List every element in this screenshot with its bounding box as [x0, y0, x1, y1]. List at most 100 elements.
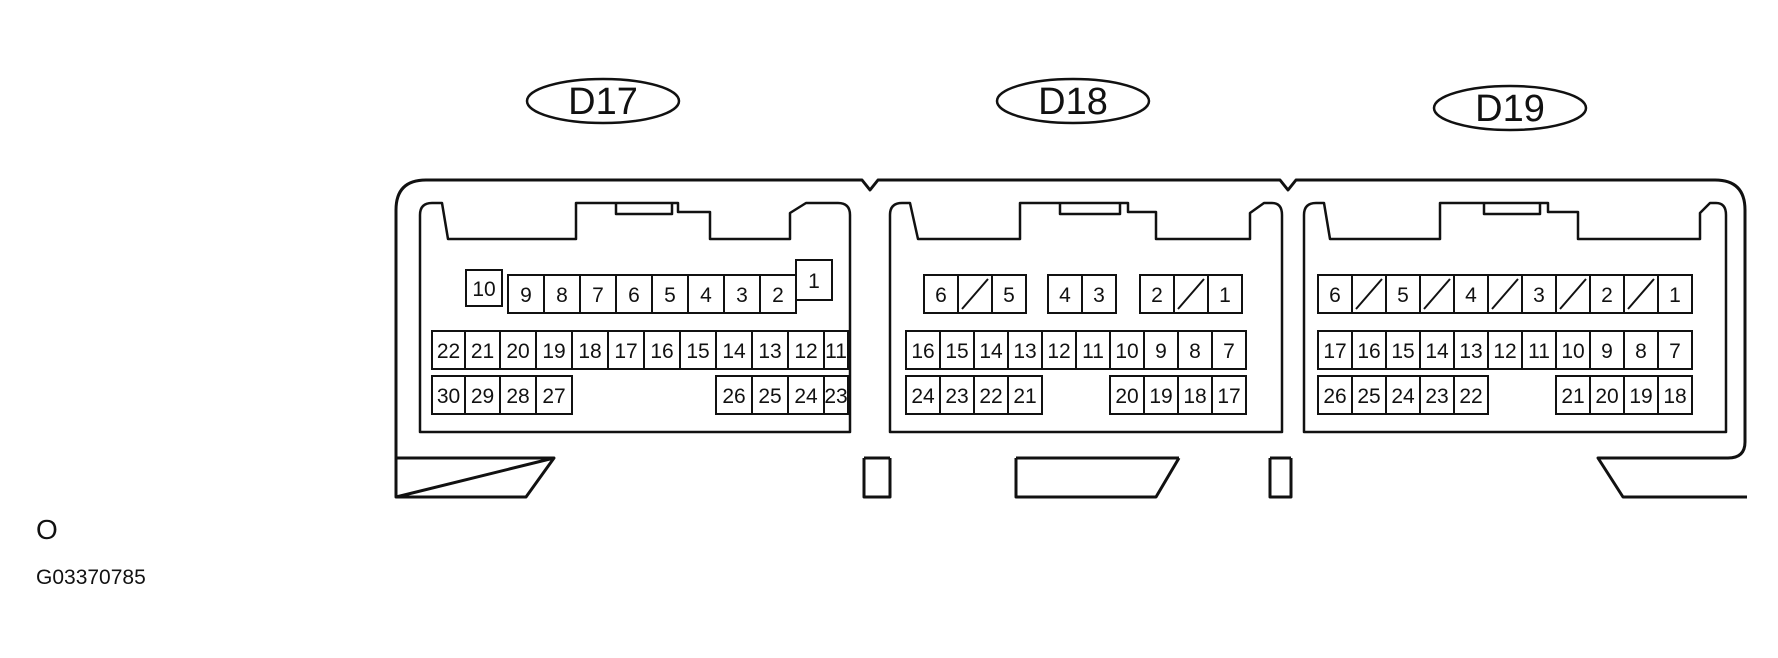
pin-label-d19-21: 21	[1561, 385, 1584, 408]
pin-label-d19-11: 11	[1528, 340, 1550, 363]
connector-face-d17	[418, 201, 852, 434]
connector-latch-d19	[1482, 203, 1542, 216]
connector-face-d19	[1302, 201, 1728, 434]
empty-cavity-slash-d19-1	[1423, 278, 1451, 310]
pin-label-d19-3: 3	[1533, 284, 1545, 307]
pin-cell-d17-11	[823, 330, 849, 370]
empty-cavity-d19-2	[1487, 274, 1523, 314]
pin-label-d18-4: 4	[1059, 284, 1071, 307]
pin-label-d19-1: 1	[1669, 284, 1681, 307]
pin-label-d19-4: 4	[1465, 284, 1477, 307]
pin-label-d19-17: 17	[1323, 340, 1346, 363]
pin-cell-d18-21	[1007, 375, 1043, 415]
pin-label-d17-3: 3	[736, 284, 748, 307]
pin-label-d19-2: 2	[1601, 284, 1613, 307]
empty-cavity-slash-d18-0	[961, 278, 989, 310]
pin-label-d17-23: 23	[824, 385, 847, 408]
pin-label-d18-16: 16	[911, 340, 934, 363]
pin-label-d18-3: 3	[1093, 284, 1105, 307]
pin-label-d19-22: 22	[1459, 385, 1482, 408]
pin-label-d17-25: 25	[758, 385, 781, 408]
connector-name-d19: D19	[1475, 88, 1545, 130]
pin-label-d18-1: 1	[1219, 284, 1231, 307]
connector-housing	[394, 178, 1747, 499]
pin-label-d18-20: 20	[1115, 385, 1138, 408]
pin-label-d17-20: 20	[506, 340, 529, 363]
pin-label-d19-26: 26	[1323, 385, 1346, 408]
pin-label-d17-11: 11	[825, 340, 847, 363]
pin-cell-d17-1	[795, 259, 833, 301]
empty-cavity-slash-d19-4	[1627, 278, 1655, 310]
pin-label-d17-22: 22	[437, 340, 460, 363]
connector-latch-d17	[614, 203, 674, 216]
pin-label-d19-12: 12	[1493, 340, 1516, 363]
pin-label-d17-5: 5	[664, 284, 676, 307]
pin-label-d19-24: 24	[1391, 385, 1415, 408]
pin-cell-d19-18	[1657, 375, 1693, 415]
pin-label-d19-14: 14	[1425, 340, 1449, 363]
empty-cavity-d18-1	[1173, 274, 1209, 314]
pin-label-d17-24: 24	[794, 385, 818, 408]
pin-label-d19-16: 16	[1357, 340, 1380, 363]
connector-oval-d19	[1432, 84, 1588, 132]
pin-label-d19-9: 9	[1601, 340, 1613, 363]
pin-label-d18-8: 8	[1189, 340, 1201, 363]
pin-label-d18-12: 12	[1047, 340, 1070, 363]
pin-label-d17-19: 19	[542, 340, 565, 363]
empty-cavity-slash-d18-1	[1177, 278, 1205, 310]
pin-label-d17-8: 8	[556, 284, 568, 307]
empty-cavity-d19-3	[1555, 274, 1591, 314]
pin-cell-d17-23	[823, 375, 849, 415]
pin-cell-d19-22	[1453, 375, 1489, 415]
pin-label-d18-10: 10	[1115, 340, 1138, 363]
pin-label-d17-9: 9	[520, 284, 532, 307]
pin-label-d17-15: 15	[686, 340, 709, 363]
pin-label-d17-14: 14	[722, 340, 746, 363]
pin-label-d17-16: 16	[650, 340, 673, 363]
pin-label-d17-29: 29	[471, 385, 494, 408]
pin-label-d18-23: 23	[945, 385, 968, 408]
connector-oval-d18	[995, 77, 1151, 125]
pin-label-d18-21: 21	[1013, 385, 1036, 408]
pin-cell-d17-10	[465, 269, 503, 307]
pin-label-d17-30: 30	[437, 385, 460, 408]
connector-name-d17: D17	[568, 81, 638, 123]
pin-label-d18-2: 2	[1151, 284, 1163, 307]
pin-label-d17-4: 4	[700, 284, 712, 307]
pin-label-d17-10: 10	[472, 278, 495, 301]
corner-mark: O	[36, 514, 58, 545]
pin-label-d19-18: 18	[1663, 385, 1686, 408]
pin-cell-d18-7	[1211, 330, 1247, 370]
pin-label-d19-23: 23	[1425, 385, 1448, 408]
figure-code: G03370785	[36, 566, 146, 589]
pin-label-d18-13: 13	[1013, 340, 1036, 363]
pin-label-d19-15: 15	[1391, 340, 1414, 363]
connector-name-d18: D18	[1038, 81, 1108, 123]
pin-label-d17-17: 17	[614, 340, 637, 363]
pin-label-d17-13: 13	[758, 340, 781, 363]
connector-oval-d17	[525, 77, 681, 125]
pin-label-d19-6: 6	[1329, 284, 1341, 307]
pin-label-d18-7: 7	[1223, 340, 1235, 363]
empty-cavity-d19-4	[1623, 274, 1659, 314]
pin-label-d19-10: 10	[1561, 340, 1584, 363]
pin-label-d17-2: 2	[772, 284, 784, 307]
pin-label-d17-28: 28	[506, 385, 529, 408]
empty-cavity-slash-d19-3	[1559, 278, 1587, 310]
pin-cell-d19-7	[1657, 330, 1693, 370]
pin-label-d19-8: 8	[1635, 340, 1647, 363]
pin-label-d18-22: 22	[979, 385, 1002, 408]
pin-label-d18-19: 19	[1149, 385, 1172, 408]
pin-label-d19-7: 7	[1669, 340, 1681, 363]
pin-cell-d18-3	[1081, 274, 1117, 314]
pin-label-d18-9: 9	[1155, 340, 1167, 363]
empty-cavity-slash-d19-2	[1491, 278, 1519, 310]
pin-label-d17-26: 26	[722, 385, 745, 408]
pin-cell-d18-17	[1211, 375, 1247, 415]
pin-label-d18-14: 14	[979, 340, 1003, 363]
connector-latch-d18	[1058, 203, 1122, 216]
pin-label-d17-7: 7	[592, 284, 604, 307]
pin-label-d19-5: 5	[1397, 284, 1409, 307]
